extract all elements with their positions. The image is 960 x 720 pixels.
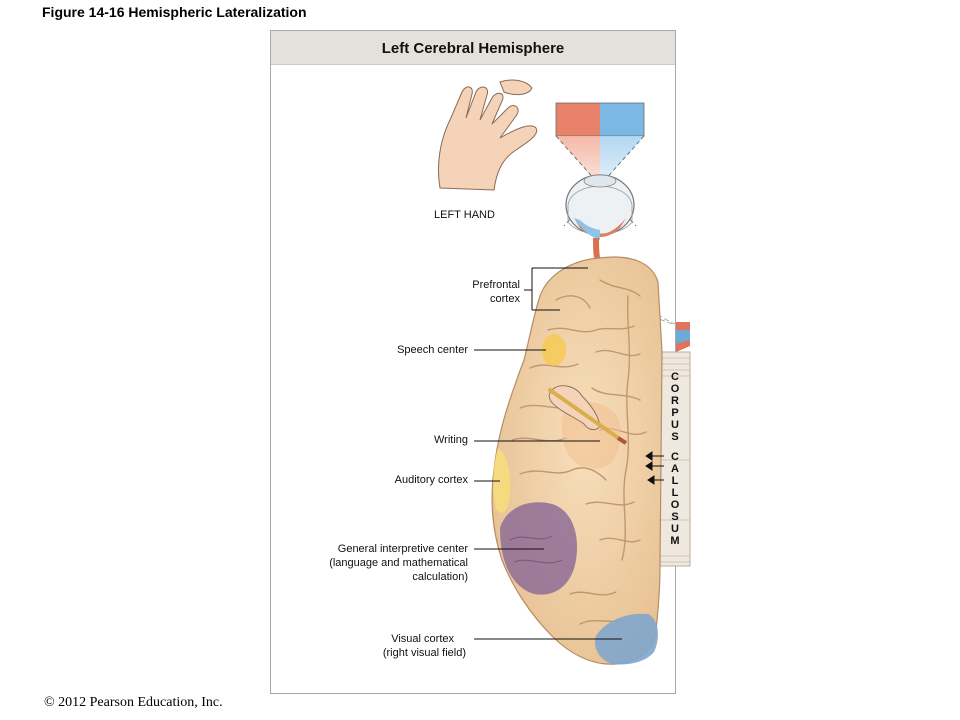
visual-cortex-area xyxy=(594,613,658,665)
eye-illustration xyxy=(565,174,635,240)
corpus-callosum-letter: U xyxy=(671,419,679,431)
figure-title: Figure 14-16 Hemispheric Lateralization xyxy=(42,4,307,20)
corpus-callosum-letter: O xyxy=(670,499,680,511)
label-gic-line2: (language and mathematical xyxy=(329,557,468,569)
left-hand-illustration xyxy=(437,79,538,191)
label-speech-center: Speech center xyxy=(397,344,468,356)
left-visual-field xyxy=(556,103,600,136)
corpus-callosum-letter: L xyxy=(671,475,679,487)
corpus-callosum-letter: C xyxy=(671,451,679,463)
corpus-callosum-letter: M xyxy=(670,535,680,547)
corpus-callosum-letter: P xyxy=(671,407,679,419)
panel-header: Left Cerebral Hemisphere xyxy=(271,31,675,65)
prefrontal-bracket xyxy=(524,267,588,311)
label-auditory-cortex: Auditory cortex xyxy=(394,474,468,486)
right-visual-field xyxy=(600,103,644,136)
label-prefrontal-line1: Prefrontal xyxy=(472,279,520,291)
label-left-hand: LEFT HAND xyxy=(434,209,495,221)
callosal-arrows xyxy=(645,451,664,485)
label-visual-cortex-line2: (right visual field) xyxy=(382,647,466,659)
corpus-callosum-letter: U xyxy=(671,523,679,535)
corpus-callosum-letter: A xyxy=(671,463,679,475)
copyright-notice: © 2012 Pearson Education, Inc. xyxy=(44,695,223,710)
label-writing: Writing xyxy=(433,434,468,446)
general-interpretive-center-area xyxy=(500,502,577,595)
label-visual-cortex-line1: Visual cortex xyxy=(391,633,454,645)
corpus-callosum-letter: R xyxy=(671,395,679,407)
panel-title: Left Cerebral Hemisphere xyxy=(381,40,565,57)
label-gic-line1: General interpretive center xyxy=(337,543,468,555)
speech-center-area xyxy=(542,334,566,366)
corpus-callosum xyxy=(659,351,691,567)
leader-lines xyxy=(474,349,622,640)
writing-hand-icon xyxy=(548,385,628,445)
label-gic-line3: calculation) xyxy=(412,571,468,583)
corpus-callosum-letter: C xyxy=(671,371,679,383)
label-prefrontal-line2: cortex xyxy=(490,293,520,305)
corpus-callosum-letter: O xyxy=(670,383,680,395)
auditory-cortex-area xyxy=(493,448,511,513)
corpus-callosum-letter: S xyxy=(671,431,679,443)
corpus-callosum-letter: L xyxy=(671,487,679,499)
corpus-callosum-letter: S xyxy=(671,511,679,523)
